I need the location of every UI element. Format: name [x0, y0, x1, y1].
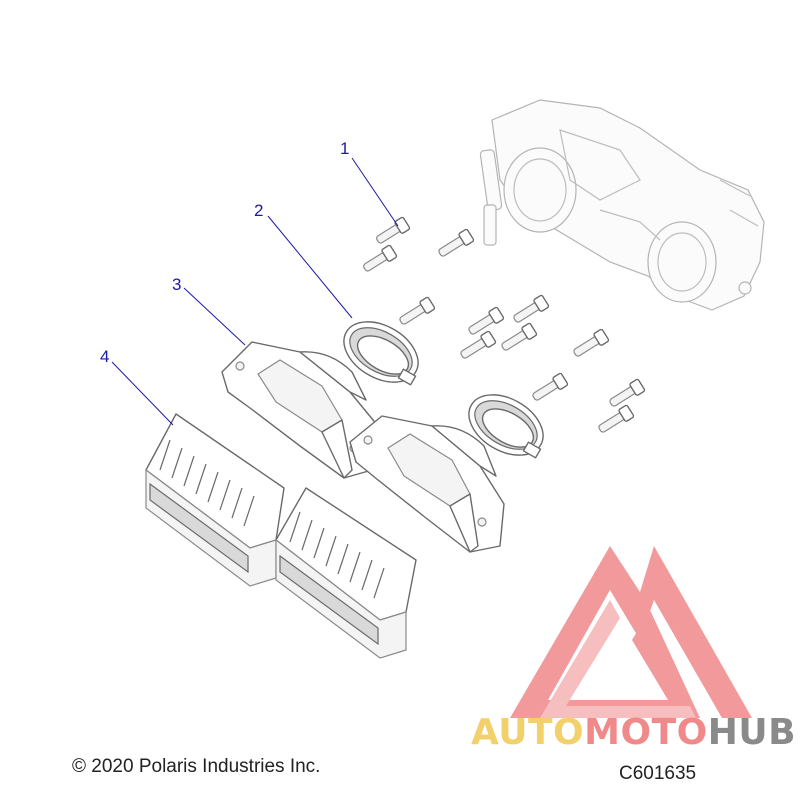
brand-hub: HUB — [707, 712, 797, 753]
bolt-set — [363, 216, 646, 433]
callout-3: 3 — [172, 275, 246, 346]
brand-auto: AUTO — [471, 712, 585, 753]
bolt — [438, 228, 475, 257]
copyright-text: © 2020 Polaris Industries Inc. — [72, 756, 321, 777]
bolt — [598, 404, 635, 433]
bolt — [460, 330, 497, 359]
drawing-number: C601635 — [619, 763, 697, 784]
leader-line — [111, 361, 174, 426]
leader-line — [351, 157, 399, 227]
callout-1: 1 — [340, 139, 399, 227]
bolt — [532, 372, 569, 401]
watermark-logo — [510, 546, 752, 718]
callout-number: 2 — [254, 201, 263, 220]
hose-clamp — [343, 321, 419, 386]
reed-valve — [145, 413, 285, 587]
bolt — [513, 294, 550, 323]
bolt — [363, 244, 398, 272]
callout-4: 4 — [100, 347, 174, 426]
callout-number: 3 — [172, 275, 181, 294]
bolt — [573, 328, 610, 357]
watermark-brand: AUTOMOTOHUB — [471, 712, 796, 753]
leader-line — [183, 287, 246, 346]
bolt — [468, 306, 505, 335]
reed-valve — [275, 487, 417, 659]
brand-moto: MOTO — [584, 712, 708, 753]
bolt — [501, 322, 538, 351]
bolt — [609, 378, 646, 407]
callout-number: 1 — [340, 139, 349, 158]
reed-adapter — [221, 341, 379, 479]
callout-number: 4 — [100, 347, 109, 366]
hose-clamp — [468, 394, 544, 459]
leader-line — [267, 215, 353, 319]
bolt — [376, 216, 411, 244]
throttle-body — [479, 99, 765, 311]
bolt — [399, 296, 436, 325]
callout-2: 2 — [254, 201, 353, 319]
reed-adapter — [349, 415, 505, 553]
